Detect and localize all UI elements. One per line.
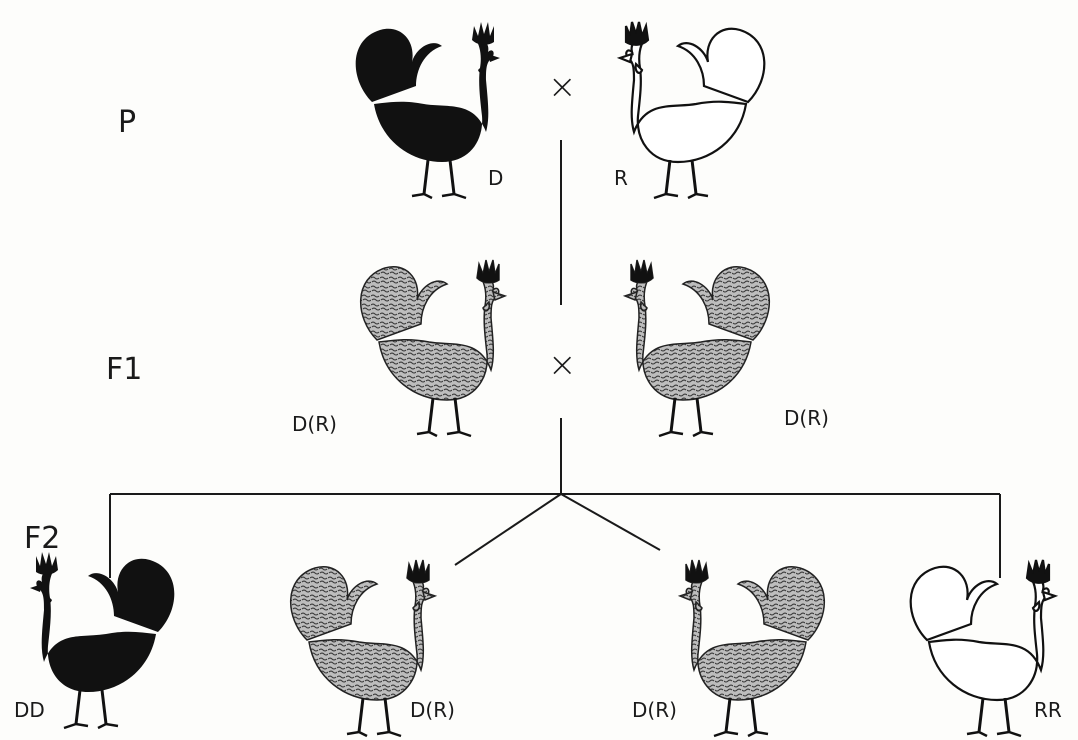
genotype-f1-left: D(R) [292,412,337,436]
rooster-f2-dr-left [289,558,437,738]
genotype-f2-dr-left: D(R) [410,698,455,722]
rooster-f2-dd [28,550,176,730]
rooster-f1-left [359,258,507,438]
rooster-f2-rr [909,558,1057,738]
cross-symbol-f1: × [548,345,577,385]
generation-label-f1: F1 [106,352,143,387]
genotype-f2-rr: RR [1034,698,1062,722]
rooster-f1-right [623,258,771,438]
cross-symbol-p: × [548,67,577,107]
genotype-p-left: D [488,166,504,190]
genotype-p-right: R [614,166,628,190]
generation-label-f2: F2 [24,521,61,556]
rooster-p-recessive [618,20,766,200]
genotype-f1-right: D(R) [784,406,829,430]
genotype-f2-dr-right: D(R) [632,698,677,722]
rooster-p-dominant [354,20,502,200]
genotype-f2-dd: DD [14,698,45,722]
rooster-f2-dr-right [678,558,826,738]
pedigree-lines [109,140,1001,578]
generation-label-p: P [118,105,137,140]
